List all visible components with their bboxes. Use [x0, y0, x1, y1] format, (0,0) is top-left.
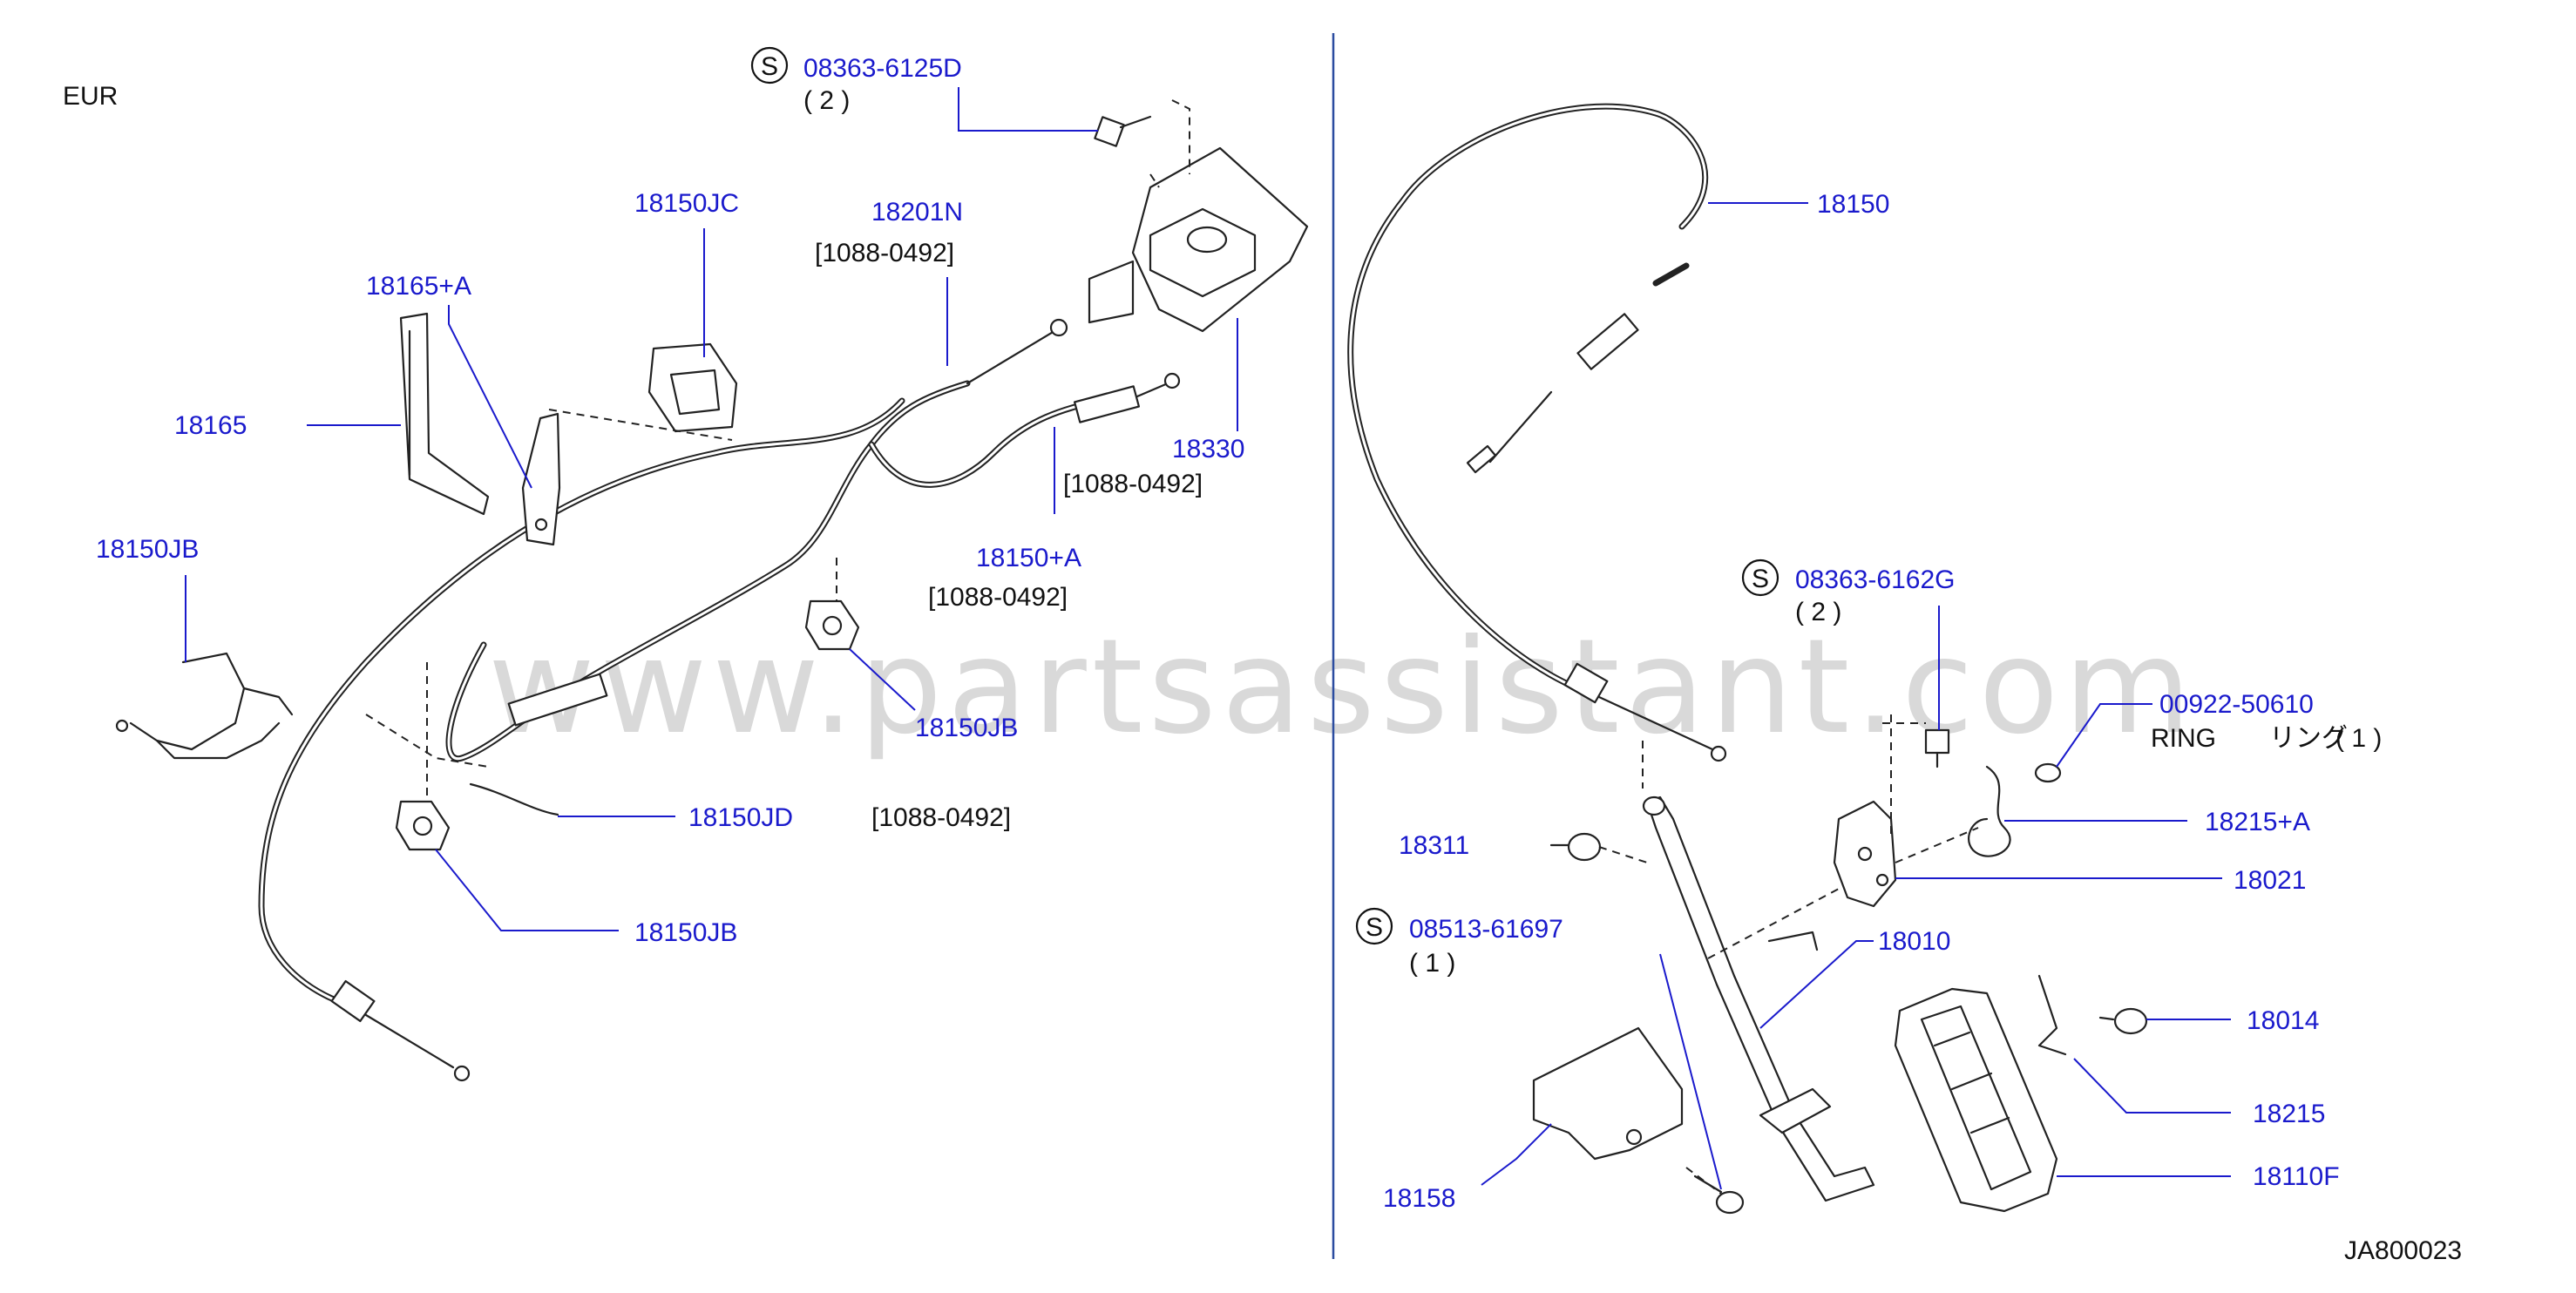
svg-text:18150JD: 18150JD [688, 803, 793, 832]
assembly-guide-lines-left [365, 99, 1190, 802]
throttle-bracket-18330 [1088, 146, 1309, 333]
svg-text:18150JC: 18150JC [634, 189, 739, 218]
callout-18158: 18158 [1383, 1123, 1552, 1213]
callout-08363-6125d: S 08363-6125D ( 2 ) [750, 46, 1098, 132]
callout-18165a: 18165+A [366, 272, 532, 489]
callout-18110f: 18110F [2057, 1162, 2340, 1191]
svg-text:[1088-0492]: [1088-0492] [928, 583, 1068, 612]
svg-text:18150: 18150 [1817, 190, 1889, 219]
svg-text:( 2 ): ( 2 ) [803, 86, 850, 115]
spring-18215 [2037, 974, 2067, 1056]
svg-text:18150JB: 18150JB [634, 918, 737, 947]
callout-18021: 18021 [1895, 866, 2306, 895]
clip-18150jb-mid [804, 599, 860, 651]
callout-18150jb-b: 18150JB [849, 648, 1018, 742]
stopper-bracket-18158 [1532, 1026, 1684, 1161]
svg-text:[1088-0492]: [1088-0492] [871, 803, 1011, 832]
callout-18150a: 18150+A [1088-0492] [928, 427, 1081, 612]
callout-18215a: 18215+A [2004, 808, 2310, 836]
svg-text:18150JB: 18150JB [915, 714, 1018, 742]
diagram-code: JA800023 [2344, 1236, 2462, 1265]
callout-08513-61697: S 08513-61697 ( 1 ) [1355, 907, 1722, 1190]
watermark: www.partsassistant.com [488, 612, 2196, 763]
svg-text:18158: 18158 [1383, 1184, 1455, 1213]
screw-symbol: S [761, 52, 778, 81]
svg-text:18311: 18311 [1399, 831, 1469, 860]
callout-18165: 18165 [174, 411, 401, 440]
svg-text:S: S [1366, 913, 1383, 942]
pedal-arm-18010 [1642, 795, 1875, 1202]
svg-text:18165: 18165 [174, 411, 247, 440]
svg-text:S: S [1752, 565, 1769, 593]
callout-08363-6162g: S 08363-6162G ( 2 ) [1741, 558, 1956, 730]
svg-text:18215: 18215 [2253, 1100, 2325, 1128]
screw-08513-61697 [1693, 1175, 1745, 1215]
clip-18311 [1549, 832, 1602, 862]
svg-text:( 1 ): ( 1 ) [2335, 724, 2382, 753]
callout-18010: 18010 [1759, 927, 1950, 1029]
svg-text:08363-6162G: 08363-6162G [1795, 565, 1956, 594]
callout-18150jb-c: 18150JB [435, 849, 737, 947]
callout-18150: 18150 [1708, 190, 1889, 219]
svg-text:[1088-0492]: [1088-0492] [1063, 470, 1203, 498]
callout-00922-50610: 00922-50610 RING リング ( 1 ) [2056, 690, 2382, 768]
svg-text:18010: 18010 [1878, 927, 1950, 956]
svg-text:18150JB: 18150JB [96, 535, 199, 564]
cable-18150a [868, 372, 1181, 488]
callout-18201n: 18201N [1088-0492] [815, 198, 963, 366]
pedal-pad-18110f [1894, 987, 2058, 1213]
svg-text:18014: 18014 [2247, 1006, 2319, 1035]
callout-18150jb-a: 18150JB [96, 535, 199, 662]
bracket-18165 [399, 312, 490, 516]
spring-18215a [1968, 765, 2011, 857]
wire-18150jd [469, 782, 559, 816]
svg-text:18150+A: 18150+A [976, 544, 1081, 572]
pedal-bracket-18021 [1833, 800, 1897, 908]
callout-18311: 18311 [1399, 831, 1469, 860]
callout-18150jc: 18150JC [634, 189, 739, 357]
svg-text:( 2 ): ( 2 ) [1795, 598, 1841, 626]
svg-text:18110F: 18110F [2253, 1162, 2340, 1191]
ring-00922-50610 [2034, 762, 2062, 783]
svg-text:リング: リング [2269, 724, 2348, 753]
bolt-08363-6125d [1094, 115, 1152, 147]
svg-text:18215+A: 18215+A [2205, 808, 2310, 836]
bolt-08363-6162g [1924, 728, 1950, 768]
callout-18150jd: 18150JD [1088-0492] [558, 803, 1011, 832]
svg-text:18021: 18021 [2234, 866, 2306, 895]
svg-text:18201N: 18201N [871, 198, 963, 227]
callout-18330: 18330 [1088-0492] [1063, 318, 1244, 498]
svg-text:08513-61697: 08513-61697 [1409, 915, 1563, 944]
svg-text:RING: RING [2151, 724, 2216, 753]
svg-text:18330: 18330 [1172, 435, 1244, 464]
svg-text:08363-6125D: 08363-6125D [803, 54, 962, 83]
stopper-18014 [2098, 1007, 2148, 1035]
svg-text:( 1 ): ( 1 ) [1409, 949, 1455, 978]
throttle-cable-main [258, 397, 905, 1082]
throttle-cable-18150 [1347, 103, 1727, 762]
svg-text:18165+A: 18165+A [366, 272, 471, 301]
clip-18150jb-low [395, 800, 451, 851]
callout-18215: 18215 [2073, 1058, 2325, 1128]
harness-bracket-18150jb [115, 652, 294, 760]
svg-text:00922-50610: 00922-50610 [2159, 690, 2314, 719]
svg-text:[1088-0492]: [1088-0492] [815, 239, 954, 267]
bracket-18165a [521, 412, 561, 546]
callout-18014: 18014 [2146, 1006, 2319, 1035]
assembly-guide-lines-right [1598, 714, 1979, 1195]
region-label: EUR [63, 82, 118, 111]
clip-18150jc [647, 342, 738, 433]
